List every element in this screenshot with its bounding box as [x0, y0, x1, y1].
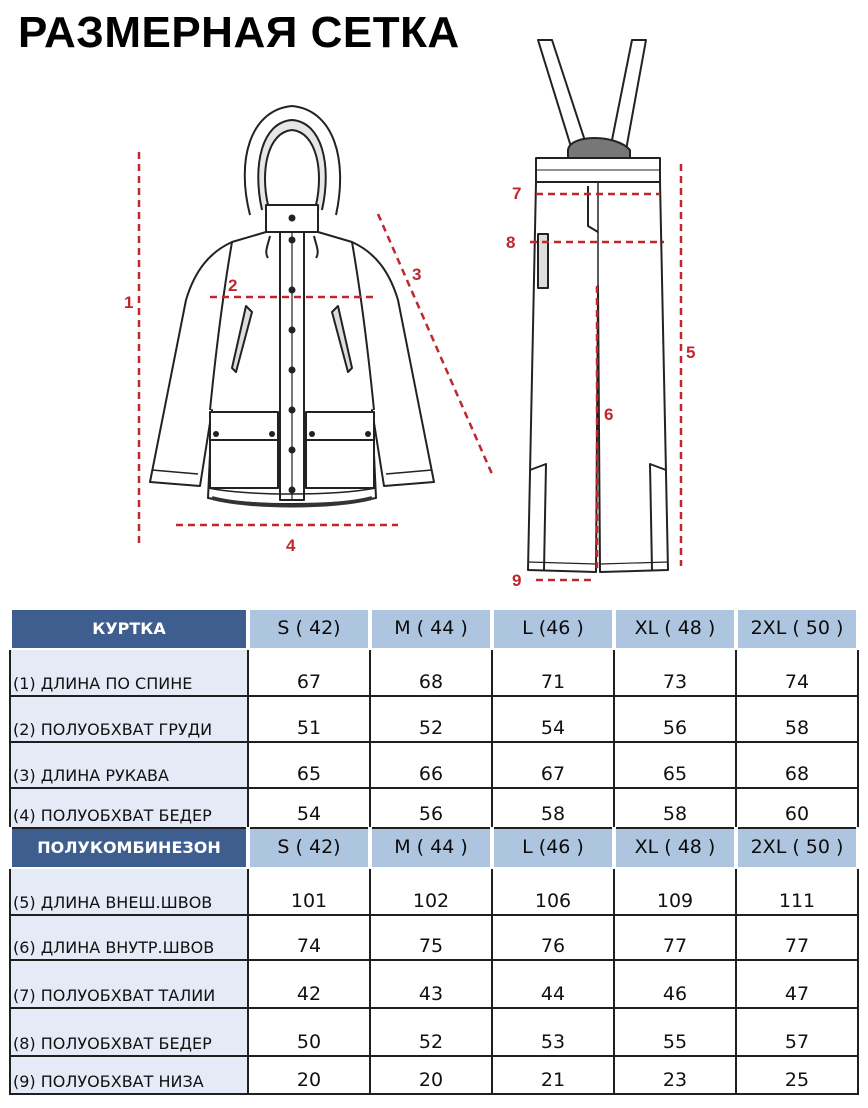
table-row: (6) ДЛИНА ВНУТР.ШВОВ 74 75 76 77 77 — [9, 914, 859, 961]
size-value: 67 — [247, 648, 371, 697]
size-value: 51 — [247, 695, 371, 743]
pants-illustration — [527, 39, 669, 573]
size-value: 74 — [247, 914, 371, 961]
jacket-measure-lines — [137, 152, 494, 544]
measure-label-7: 7 — [512, 184, 521, 203]
size-value: 58 — [735, 695, 859, 743]
param-label: (9) ПОЛУОБХВАТ НИЗА — [9, 1055, 249, 1095]
section-header-overalls: ПОЛУКОМБИНЕЗОН S ( 42) M ( 44 ) L (46 ) … — [8, 827, 860, 869]
measure-label-8: 8 — [506, 233, 515, 252]
size-value: 52 — [369, 695, 493, 743]
page-title: РАЗМЕРНАЯ СЕТКА — [18, 8, 460, 57]
jacket-buttons — [213, 214, 371, 494]
size-value: 54 — [491, 695, 615, 743]
param-label: (3) ДЛИНА РУКАВА — [9, 741, 249, 789]
table-row: (4) ПОЛУОБХВАТ БЕДЕР 54 56 58 58 60 — [9, 787, 859, 829]
size-value: 66 — [369, 741, 493, 789]
size-value: 68 — [735, 741, 859, 789]
size-value: 65 — [247, 741, 371, 789]
jacket-illustration — [149, 105, 435, 508]
size-header: S ( 42) — [246, 608, 372, 650]
size-value: 73 — [613, 648, 737, 697]
param-label: (7) ПОЛУОБХВАТ ТАЛИИ — [9, 959, 249, 1009]
size-header: 2XL ( 50 ) — [734, 608, 860, 650]
table-row: (2) ПОЛУОБХВАТ ГРУДИ 51 52 54 56 58 — [9, 695, 859, 743]
measure-label-9: 9 — [512, 571, 521, 590]
param-label: (5) ДЛИНА ВНЕШ.ШВОВ — [9, 867, 249, 916]
size-value: 102 — [369, 867, 493, 916]
size-value: 54 — [247, 787, 371, 829]
param-label: (8) ПОЛУОБХВАТ БЕДЕР — [9, 1007, 249, 1057]
size-header: L (46 ) — [490, 608, 616, 650]
size-value: 44 — [491, 959, 615, 1009]
size-header: S ( 42) — [246, 827, 372, 869]
size-value: 74 — [735, 648, 859, 697]
param-label: (6) ДЛИНА ВНУТР.ШВОВ — [9, 914, 249, 961]
size-value: 109 — [613, 867, 737, 916]
measure-label-2: 2 — [228, 276, 237, 295]
size-header: M ( 44 ) — [368, 608, 494, 650]
size-value: 46 — [613, 959, 737, 1009]
size-value: 77 — [613, 914, 737, 961]
size-value: 25 — [735, 1055, 859, 1095]
table-row: (9) ПОЛУОБХВАТ НИЗА 20 20 21 23 25 — [9, 1055, 859, 1095]
size-value: 21 — [491, 1055, 615, 1095]
size-value: 23 — [613, 1055, 737, 1095]
table-row: (5) ДЛИНА ВНЕШ.ШВОВ 101 102 106 109 111 — [9, 867, 859, 916]
size-value: 42 — [247, 959, 371, 1009]
param-label: (2) ПОЛУОБХВАТ ГРУДИ — [9, 695, 249, 743]
size-value: 75 — [369, 914, 493, 961]
size-header: L (46 ) — [490, 827, 616, 869]
table-row: (7) ПОЛУОБХВАТ ТАЛИИ 42 43 44 46 47 — [9, 959, 859, 1009]
size-value: 68 — [369, 648, 493, 697]
size-value: 53 — [491, 1007, 615, 1057]
size-value: 57 — [735, 1007, 859, 1057]
measure-label-5: 5 — [686, 343, 695, 362]
size-value: 56 — [613, 695, 737, 743]
size-value: 76 — [491, 914, 615, 961]
size-value: 71 — [491, 648, 615, 697]
size-value: 50 — [247, 1007, 371, 1057]
size-value: 55 — [613, 1007, 737, 1057]
size-value: 20 — [369, 1055, 493, 1095]
size-value: 106 — [491, 867, 615, 916]
measure-label-6: 6 — [604, 405, 613, 424]
table-row: (1) ДЛИНА ПО СПИНЕ 67 68 71 73 74 — [9, 648, 859, 697]
measure-label-4: 4 — [286, 536, 296, 555]
section-title: КУРТКА — [8, 608, 250, 650]
size-value: 77 — [735, 914, 859, 961]
measure-label-3: 3 — [412, 265, 421, 284]
size-value: 60 — [735, 787, 859, 829]
table-row: (3) ДЛИНА РУКАВА 65 66 67 65 68 — [9, 741, 859, 789]
size-value: 58 — [491, 787, 615, 829]
section-title: ПОЛУКОМБИНЕЗОН — [8, 827, 250, 869]
param-label: (4) ПОЛУОБХВАТ БЕДЕР — [9, 787, 249, 829]
size-value: 101 — [247, 867, 371, 916]
measure-label-1: 1 — [124, 293, 133, 312]
table-row: (8) ПОЛУОБХВАТ БЕДЕР 50 52 53 55 57 — [9, 1007, 859, 1057]
size-value: 111 — [735, 867, 859, 916]
size-value: 67 — [491, 741, 615, 789]
size-value: 47 — [735, 959, 859, 1009]
section-header-jacket: КУРТКА S ( 42) M ( 44 ) L (46 ) XL ( 48 … — [8, 608, 860, 650]
size-header: XL ( 48 ) — [612, 827, 738, 869]
size-header: 2XL ( 50 ) — [734, 827, 860, 869]
size-value: 52 — [369, 1007, 493, 1057]
pants-measure-lines — [530, 164, 683, 582]
size-value: 56 — [369, 787, 493, 829]
size-value: 20 — [247, 1055, 371, 1095]
size-value: 65 — [613, 741, 737, 789]
garment-diagram: 1 2 3 4 5 6 7 8 9 — [124, 39, 695, 590]
param-label: (1) ДЛИНА ПО СПИНЕ — [9, 648, 249, 697]
size-table: КУРТКА S ( 42) M ( 44 ) L (46 ) XL ( 48 … — [8, 608, 860, 1095]
size-header: XL ( 48 ) — [612, 608, 738, 650]
size-header: M ( 44 ) — [368, 827, 494, 869]
size-value: 43 — [369, 959, 493, 1009]
size-value: 58 — [613, 787, 737, 829]
